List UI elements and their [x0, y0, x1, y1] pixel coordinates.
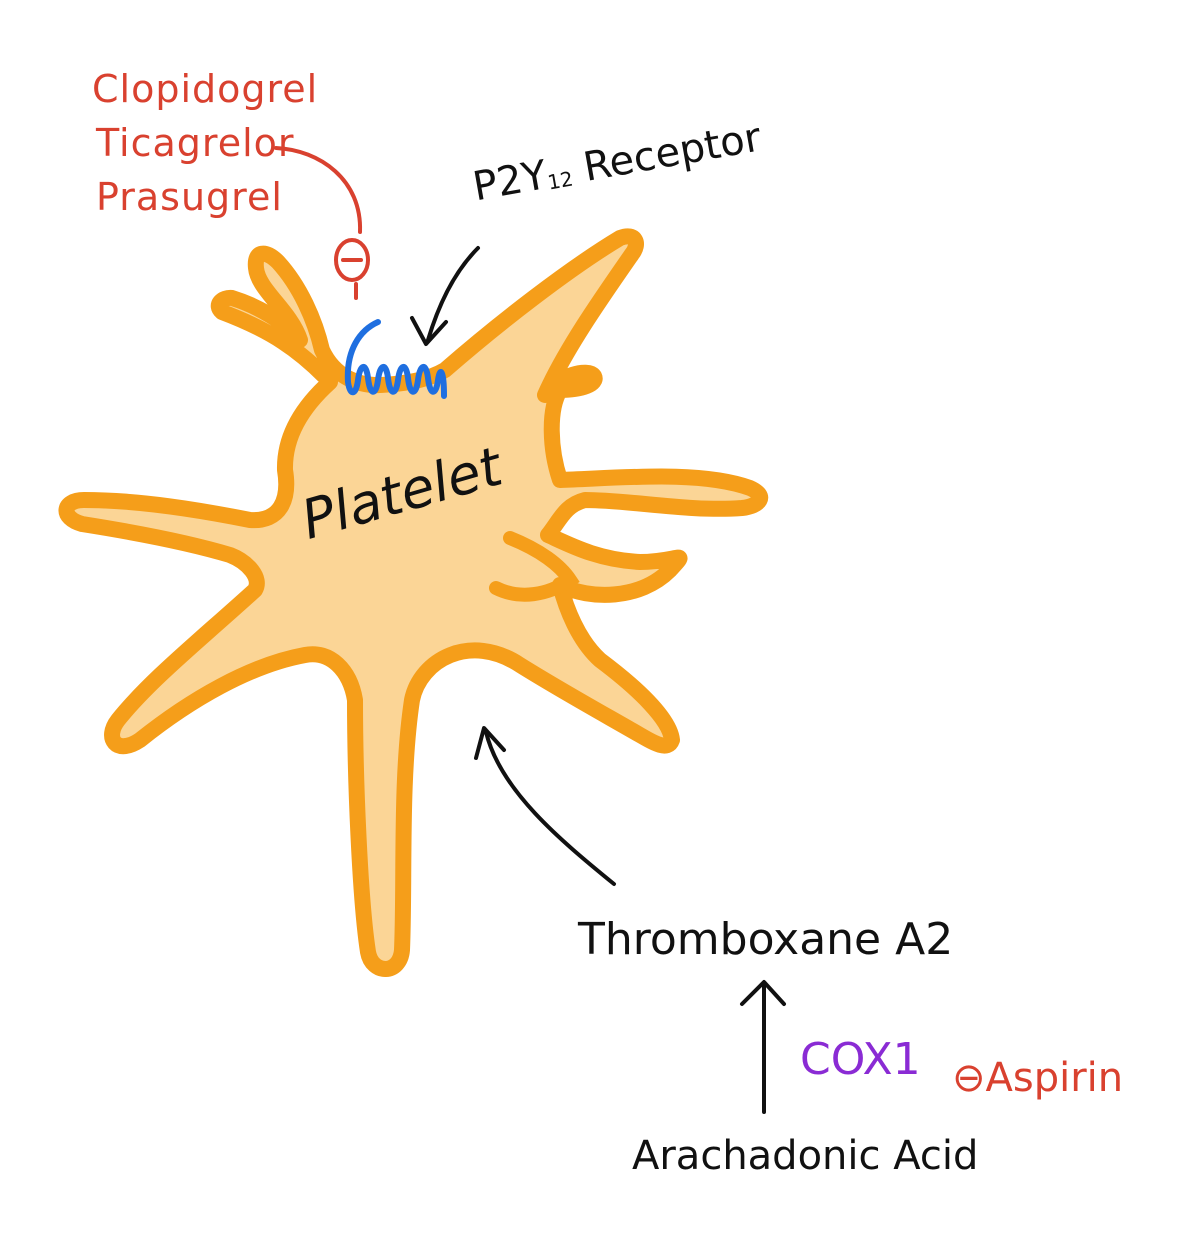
enzyme-label: COX1 — [800, 1034, 921, 1085]
drug-label-prasugrel: Prasugrel — [96, 175, 283, 219]
aspirin-label: Aspirin — [985, 1055, 1124, 1101]
receptor-arrowhead — [410, 316, 448, 346]
inhibitor-connector — [274, 146, 363, 234]
platelet-cell — [58, 228, 768, 977]
drug-label-clopidogrel: Clopidogrel — [92, 67, 319, 111]
drug-label-ticagrelor: Ticagrelor — [96, 121, 295, 165]
product-label: Thromboxane A2 — [578, 914, 954, 965]
p2y12-receptor-coil — [344, 319, 447, 399]
thromboxane-arrow — [484, 730, 616, 886]
cox-pathway-arrowhead — [740, 980, 786, 1006]
substrate-label: Arachadonic Acid — [632, 1133, 979, 1179]
aspirin-inhibitor-label: ⊖Aspirin — [952, 1058, 1123, 1098]
inhibition-symbol-aspirin: ⊖ — [952, 1055, 986, 1101]
receptor-arrow — [426, 246, 480, 342]
thromboxane-arrowhead — [474, 726, 506, 760]
pseudopod-curl — [489, 531, 580, 602]
inhibition-symbol-receptor — [334, 238, 370, 300]
